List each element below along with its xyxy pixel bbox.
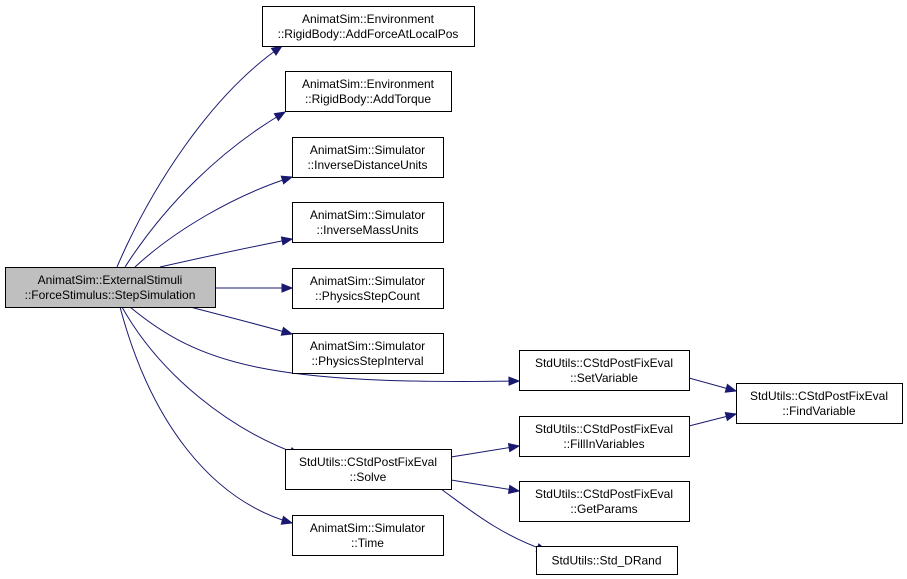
node-label-line: StdUtils::CStdPostFixEval <box>299 455 437 469</box>
node-n5[interactable]: AnimatSim::Simulator::PhysicsStepCount <box>292 268 444 309</box>
node-label-line: AnimatSim::Simulator <box>310 339 425 353</box>
arrowhead <box>270 45 284 56</box>
edge-line <box>121 306 301 456</box>
node-box <box>292 202 444 243</box>
node-label-line: ::FillInVariables <box>563 437 644 451</box>
node-label-line: ::FindVariable <box>782 404 855 418</box>
arrowhead <box>724 412 738 422</box>
node-label-line: StdUtils::CStdPostFixEval <box>535 422 673 436</box>
node-box <box>519 416 690 457</box>
nodes-layer: AnimatSim::ExternalStimuli::ForceStimulu… <box>5 6 903 575</box>
edge-n8-n11 <box>450 442 521 458</box>
arrowhead <box>508 376 521 386</box>
node-box <box>736 383 903 424</box>
arrowhead <box>273 111 287 122</box>
root-node[interactable]: AnimatSim::ExternalStimuli::ForceStimulu… <box>5 267 216 308</box>
node-label-line: ::Solve <box>350 470 387 484</box>
node-label-line: AnimatSim::Simulator <box>310 274 425 288</box>
edge-root-n6 <box>189 306 294 336</box>
node-n8[interactable]: StdUtils::CStdPostFixEval::Solve <box>285 449 452 490</box>
edge-line <box>134 176 293 268</box>
node-label-line: AnimatSim::ExternalStimuli <box>38 273 183 287</box>
arrowhead <box>280 175 294 185</box>
edge-line <box>189 306 293 335</box>
node-label-line: AnimatSim::Environment <box>302 12 435 26</box>
edge-line <box>450 445 520 458</box>
arrowhead <box>724 383 738 393</box>
node-box <box>292 137 444 178</box>
node-box <box>292 333 444 374</box>
node-label-line: ::Time <box>351 536 384 550</box>
edge-line <box>116 45 283 268</box>
node-box <box>285 71 452 112</box>
node-box <box>262 6 475 47</box>
node-label-line: ::ForceStimulus::StepSimulation <box>25 288 196 302</box>
arrowhead <box>281 283 294 293</box>
edge-n11-n10 <box>688 412 738 427</box>
node-n10[interactable]: StdUtils::CStdPostFixEval::FindVariable <box>736 383 903 424</box>
node-box <box>292 515 444 556</box>
node-box <box>5 267 216 308</box>
node-n7[interactable]: StdUtils::CStdPostFixEval::SetVariable <box>519 350 690 391</box>
edge-line <box>450 479 520 492</box>
node-n4[interactable]: AnimatSim::Simulator::InverseMassUnits <box>292 202 444 243</box>
edge-root-n3 <box>134 175 294 268</box>
node-label-line: StdUtils::CStdPostFixEval <box>535 356 673 370</box>
node-label-line: ::InverseDistanceUnits <box>307 158 427 172</box>
arrowhead <box>280 515 294 525</box>
edge-root-n1 <box>116 45 284 268</box>
node-n3[interactable]: AnimatSim::Simulator::InverseDistanceUni… <box>292 137 444 178</box>
edge-line <box>119 306 293 524</box>
node-n1[interactable]: AnimatSim::Environment::RigidBody::AddFo… <box>262 6 475 47</box>
edges-layer <box>116 45 738 553</box>
node-n11[interactable]: StdUtils::CStdPostFixEval::FillInVariabl… <box>519 416 690 457</box>
arrowhead <box>507 442 521 453</box>
arrowhead <box>507 484 521 495</box>
edge-root-n5 <box>215 283 294 293</box>
arrowhead <box>280 326 294 336</box>
edge-n8-n12 <box>450 479 521 495</box>
node-label-line: ::RigidBody::AddTorque <box>305 92 431 106</box>
node-n6[interactable]: AnimatSim::Simulator::PhysicsStepInterva… <box>292 333 444 374</box>
node-label-line: ::InverseMassUnits <box>316 223 418 237</box>
node-label-line: ::PhysicsStepCount <box>315 289 420 303</box>
node-box <box>536 546 678 575</box>
arrowhead <box>280 236 294 246</box>
node-label-line: AnimatSim::Simulator <box>310 143 425 157</box>
node-label-line: StdUtils::CStdPostFixEval <box>750 389 888 403</box>
node-label-line: ::PhysicsStepInterval <box>311 354 423 368</box>
edge-n7-n10 <box>688 377 738 393</box>
node-label-line: ::SetVariable <box>570 371 638 385</box>
node-label-line: AnimatSim::Simulator <box>310 521 425 535</box>
edge-root-n7 <box>129 306 521 386</box>
node-label-line: AnimatSim::Environment <box>302 77 435 91</box>
edge-line <box>440 488 548 552</box>
node-box <box>292 268 444 309</box>
edge-line <box>159 238 293 268</box>
node-label-line: StdUtils::Std_DRand <box>551 554 661 568</box>
edge-line <box>129 306 520 382</box>
node-box <box>519 350 690 391</box>
node-n12[interactable]: StdUtils::CStdPostFixEval::GetParams <box>519 481 690 522</box>
node-label-line: ::GetParams <box>570 502 637 516</box>
edge-line <box>124 111 286 268</box>
node-box <box>519 481 690 522</box>
node-box <box>285 449 452 490</box>
node-n2[interactable]: AnimatSim::Environment::RigidBody::AddTo… <box>285 71 452 112</box>
edge-root-n2 <box>124 111 287 268</box>
edge-root-n4 <box>159 236 294 268</box>
node-n9[interactable]: AnimatSim::Simulator::Time <box>292 515 444 556</box>
node-label-line: AnimatSim::Simulator <box>310 208 425 222</box>
node-n13[interactable]: StdUtils::Std_DRand <box>536 546 678 575</box>
edge-root-n9 <box>119 306 294 525</box>
node-label-line: ::RigidBody::AddForceAtLocalPos <box>278 27 459 41</box>
node-label-line: StdUtils::CStdPostFixEval <box>535 487 673 501</box>
